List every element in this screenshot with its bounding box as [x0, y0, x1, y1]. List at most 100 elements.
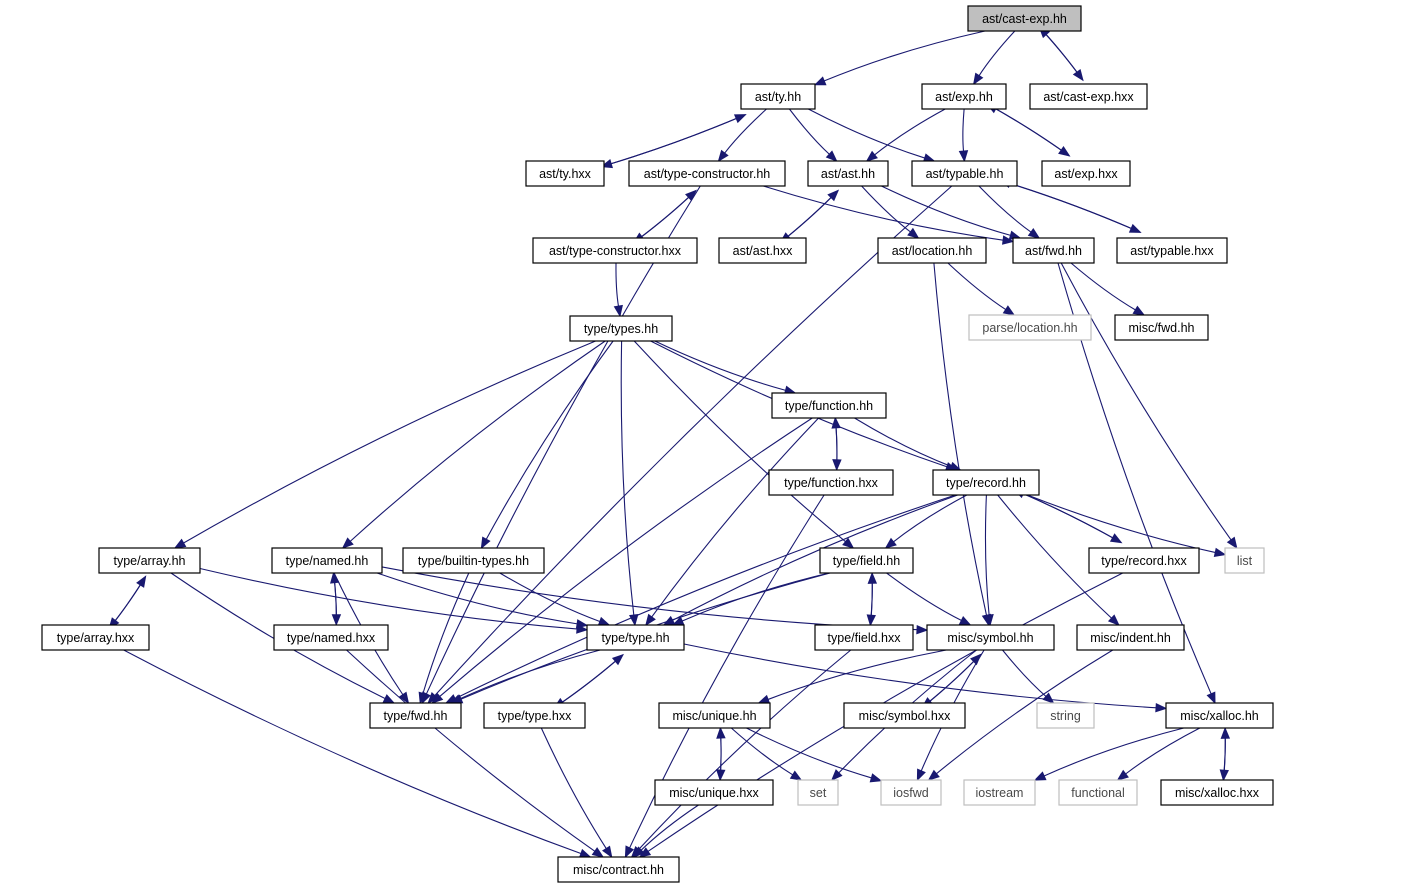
arrowhead-exp-hh-to-typable-hh — [958, 150, 969, 163]
node-box — [797, 779, 839, 806]
node-type-record-hxx[interactable]: type/record.hxx — [1088, 547, 1200, 574]
arrowhead-types-hh-to-field-hh — [842, 537, 855, 549]
node-ast-type-constructor-hxx[interactable]: ast/type-constructor.hxx — [532, 237, 698, 264]
node-label: type/named.hxx — [287, 631, 376, 645]
arrowhead-named-hxx-to-contract-hh — [591, 847, 605, 858]
node-ast-exp-hxx[interactable]: ast/exp.hxx — [1041, 160, 1131, 187]
node-label: ast/exp.hxx — [1054, 167, 1118, 181]
arrowhead-record-hh-to-symbol-hh — [984, 614, 994, 627]
node-type-array-hh[interactable]: type/array.hh — [98, 547, 201, 574]
arrowhead-unique-hh-to-set — [789, 770, 803, 781]
arrowhead-field-hxx-to-field-hh — [867, 571, 878, 584]
arrowhead-unique-hxx-to-unique-hh — [716, 726, 726, 739]
arrowhead-exp-hh-to-ast-hh — [865, 150, 878, 162]
node-type-named-hxx[interactable]: type/named.hxx — [273, 624, 389, 651]
edge-field-hxx-to-field-hh — [869, 582, 873, 626]
edge-record-hh-to-record-hxx — [1013, 489, 1114, 539]
arrowhead-type-constructor-hxx-to-types-hh — [613, 304, 623, 318]
arrowhead-function-hxx-to-contract-hh — [624, 845, 635, 859]
node-type-builtin-types-hh[interactable]: type/builtin-types.hh — [402, 547, 545, 574]
node-type-field-hxx[interactable]: type/field.hxx — [814, 624, 914, 651]
arrowhead-function-hh-to-type-hh — [645, 613, 656, 627]
node-misc-xalloc-hxx[interactable]: misc/xalloc.hxx — [1160, 779, 1274, 806]
node-misc-fwd-hh[interactable]: misc/fwd.hh — [1114, 314, 1209, 341]
node-label: misc/unique.hxx — [669, 786, 759, 800]
node-ast-typable-hh[interactable]: ast/typable.hh — [911, 160, 1018, 187]
node-ast-typable-hxx[interactable]: ast/typable.hxx — [1116, 237, 1228, 264]
node-type-array-hxx[interactable]: type/array.hxx — [41, 624, 150, 651]
node-box — [718, 237, 807, 264]
node-ast-ty-hh[interactable]: ast/ty.hh — [740, 83, 816, 110]
edge-symbol-hh-to-unique-hh — [766, 649, 947, 701]
edge-named-hxx-to-contract-hh — [346, 649, 596, 853]
node-label: type/fwd.hh — [384, 709, 448, 723]
node-ast-ast-hh[interactable]: ast/ast.hh — [807, 160, 889, 187]
arrowhead-array-hh-to-type-fwd-hh — [382, 694, 396, 704]
node-box — [932, 469, 1040, 496]
node-misc-unique-hxx[interactable]: misc/unique.hxx — [654, 779, 774, 806]
arrowhead-field-hh-to-type-hh — [671, 616, 685, 626]
arrowhead-type-constructor-hh-to-ast-fwd-hh — [1002, 235, 1015, 245]
edge-unique-hxx-to-unique-hh — [719, 736, 722, 781]
edge-cast-exp-hh-to-ty-hh — [823, 30, 986, 82]
edge-ty-hh-to-ast-hh — [788, 108, 831, 156]
node-misc-unique-hh[interactable]: misc/unique.hh — [658, 702, 771, 729]
node-label: type/array.hxx — [57, 631, 135, 645]
node-ast-exp-hh[interactable]: ast/exp.hh — [921, 83, 1007, 110]
node-box — [1088, 547, 1200, 574]
node-ast-fwd-hh[interactable]: ast/fwd.hh — [1012, 237, 1095, 264]
arrowhead-builtin-types-hh-to-type-hh — [597, 616, 611, 626]
node-label: ast/ty.hh — [755, 90, 801, 104]
edge-types-hh-to-builtin-types-hh — [485, 340, 614, 541]
node-misc-xalloc-hh[interactable]: misc/xalloc.hh — [1165, 702, 1274, 729]
node-type-function-hxx[interactable]: type/function.hxx — [768, 469, 894, 496]
edge-record-hh-to-list — [1027, 494, 1217, 554]
node-type-record-hh[interactable]: type/record.hh — [932, 469, 1040, 496]
node-box — [967, 5, 1082, 32]
arrowhead-type-constructor-hxx-to-type-constructor-hh — [685, 189, 697, 202]
node-type-types-hh[interactable]: type/types.hh — [569, 315, 673, 342]
node-type-function-hh[interactable]: type/function.hh — [771, 392, 887, 419]
node-ast-cast-exp-hh[interactable]: ast/cast-exp.hh — [967, 5, 1082, 32]
arrowhead-type-hxx-to-type-hh — [611, 653, 625, 666]
node-functional: functional — [1058, 779, 1138, 806]
arrowhead-xalloc-hxx-to-xalloc-hh — [1220, 726, 1231, 739]
node-type-field-hh[interactable]: type/field.hh — [819, 547, 914, 574]
edge-types-hh-to-array-hh — [182, 340, 596, 544]
node-label: misc/symbol.hh — [947, 631, 1033, 645]
edge-indent-hh-to-iosfwd — [935, 649, 1114, 775]
node-box — [740, 83, 816, 110]
node-ast-location-hh[interactable]: ast/location.hh — [877, 237, 987, 264]
node-type-type-hh[interactable]: type/type.hh — [586, 624, 685, 651]
node-ast-cast-exp-hxx[interactable]: ast/cast-exp.hxx — [1029, 83, 1148, 110]
node-type-named-hh[interactable]: type/named.hh — [271, 547, 383, 574]
arrowhead-field-hh-to-symbol-hh — [958, 616, 972, 626]
node-box — [926, 624, 1055, 651]
arrowhead-xalloc-hh-to-iostream — [1033, 771, 1047, 781]
edge-location-hh-to-symbol-hh — [933, 262, 988, 617]
edge-record-hh-to-indent-hh — [997, 494, 1113, 620]
edge-cast-exp-hxx-to-cast-exp-hh — [1045, 33, 1084, 81]
node-misc-symbol-hxx[interactable]: misc/symbol.hxx — [843, 702, 966, 729]
node-ast-ast-hxx[interactable]: ast/ast.hxx — [718, 237, 807, 264]
arrowhead-indent-hh-to-iosfwd — [927, 769, 940, 781]
arrowhead-ty-hxx-to-ty-hh — [733, 114, 747, 124]
node-box — [271, 547, 383, 574]
node-misc-symbol-hh[interactable]: misc/symbol.hh — [926, 624, 1055, 651]
node-ast-ty-hxx[interactable]: ast/ty.hxx — [525, 160, 605, 187]
edge-ast-hh-to-location-hh — [861, 185, 912, 233]
node-label: ast/type-constructor.hxx — [549, 244, 682, 258]
arrowhead-builtin-types-hh-to-type-fwd-hh — [418, 691, 428, 705]
arrowhead-cast-exp-hh-to-exp-hh — [972, 72, 984, 86]
node-type-type-hxx[interactable]: type/type.hxx — [483, 702, 586, 729]
node-iostream: iostream — [963, 779, 1036, 806]
arrowhead-ast-hh-to-location-hh — [907, 227, 920, 239]
node-misc-indent-hh[interactable]: misc/indent.hh — [1076, 624, 1185, 651]
node-type-fwd-hh[interactable]: type/fwd.hh — [369, 702, 462, 729]
edge-type-hh-to-xalloc-hh — [683, 643, 1158, 709]
node-box — [1041, 160, 1131, 187]
node-ast-type-constructor-hh[interactable]: ast/type-constructor.hh — [628, 160, 786, 187]
node-misc-contract-hh[interactable]: misc/contract.hh — [557, 856, 680, 883]
edge-ty-hh-to-typable-hh — [808, 108, 926, 159]
arrowhead-unique-hh-to-iosfwd — [869, 773, 883, 783]
